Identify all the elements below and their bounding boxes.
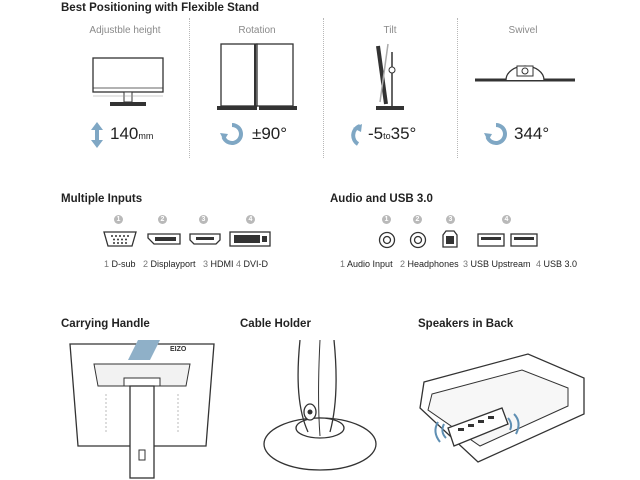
- port-number-badge: 4: [502, 215, 511, 224]
- column-divider: [189, 18, 190, 158]
- port-label-displayport: 2 Displayport: [143, 259, 196, 269]
- cable-holder-title: Cable Holder: [240, 318, 311, 330]
- port-number-badge: 1: [382, 215, 391, 224]
- port-label-hdmi: 3 HDMI: [203, 259, 234, 269]
- cable-holder-illustration: [263, 340, 377, 471]
- height-monitor-illustration: [92, 57, 164, 106]
- usb-upstream-port-icon: [442, 230, 458, 248]
- height-value: 140mm: [110, 124, 154, 143]
- port-number-badge: 4: [246, 215, 255, 224]
- port-number-badge: 2: [158, 215, 167, 224]
- port-number-badge: 1: [114, 215, 123, 224]
- carrying-handle-title: Carrying Handle: [61, 318, 150, 330]
- port-label-audio-input: 1 Audio Input: [340, 259, 393, 269]
- swivel-value: 344°: [514, 124, 550, 143]
- tilt-monitor-illustration: [376, 43, 404, 110]
- hdmi-port-icon: [189, 233, 221, 245]
- port-label-usb-upstream: 3 USB Upstream: [463, 259, 531, 269]
- rotation-value: ±90°: [252, 124, 288, 143]
- tilt-value: -5to35°: [368, 124, 417, 143]
- dsub-port-icon: [103, 231, 137, 247]
- speakers-title: Speakers in Back: [418, 318, 514, 330]
- usb-port-icon: [477, 233, 505, 247]
- inputs-title: Multiple Inputs: [61, 193, 143, 205]
- carrying-handle-illustration: [69, 340, 215, 479]
- stand-title: Best Positioning with Flexible Stand: [61, 2, 260, 14]
- height-arrow-icon: [91, 122, 103, 148]
- rotation-arrow-icon: [220, 123, 243, 145]
- rotation-label: Rotation: [238, 25, 276, 36]
- port-label-dsub: 1 D-sub: [104, 259, 136, 269]
- port-label-headphones: 2 Headphones: [400, 259, 459, 269]
- port-label-dvi: 4 DVI-D: [236, 259, 269, 269]
- port-label-usb3: 4 USB 3.0: [536, 259, 578, 269]
- swivel-monitor-illustration: [475, 65, 575, 82]
- rotation-monitor-illustration: [217, 43, 297, 110]
- dvi-port-icon: [229, 231, 271, 247]
- audio-usb-title: Audio and USB 3.0: [330, 193, 433, 205]
- height-label: Adjustble height: [89, 25, 161, 36]
- column-divider: [457, 18, 458, 158]
- swivel-label: Swivel: [508, 25, 538, 36]
- brand-logo: EIZO: [170, 346, 187, 353]
- displayport-port-icon: [147, 233, 181, 245]
- port-number-badge: 3: [446, 215, 455, 224]
- audio-jack-icon: [378, 231, 396, 249]
- port-number-badge: 2: [413, 215, 422, 224]
- headphone-jack-icon: [409, 231, 427, 249]
- column-divider: [323, 18, 324, 158]
- usb-port-icon: [510, 233, 538, 247]
- tilt-arrow-icon: [351, 124, 362, 146]
- swivel-arrow-icon: [484, 123, 507, 145]
- tilt-label: Tilt: [383, 25, 397, 36]
- port-number-badge: 3: [199, 215, 208, 224]
- speakers-illustration: [419, 353, 585, 463]
